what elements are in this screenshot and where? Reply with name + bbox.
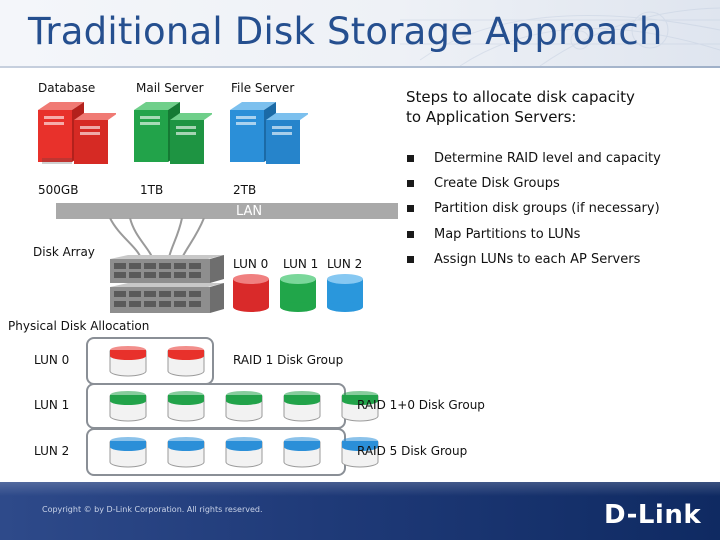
lun-2-cylinder-icon <box>327 274 363 312</box>
server-label-mail: Mail Server <box>136 81 204 95</box>
physical-disk-icon <box>341 391 379 422</box>
file-server-icon <box>228 102 310 172</box>
lun-label-2: LUN 2 <box>327 257 363 271</box>
dlink-logo: D-Link <box>604 500 702 530</box>
bullet-icon <box>407 180 414 187</box>
allocation-title: Physical Disk Allocation <box>8 319 150 333</box>
server-label-file: File Server <box>231 81 295 95</box>
lan-label: LAN <box>236 204 263 219</box>
capacity-file: 2TB <box>233 183 257 197</box>
physical-disk-icon <box>109 437 147 468</box>
steps-title: Steps to allocate disk capacity to Appli… <box>406 87 635 127</box>
allocation-lun-1: LUN 1 <box>34 398 70 412</box>
lun-1-cylinder-icon <box>280 274 316 312</box>
lun-label-1: LUN 1 <box>283 257 319 271</box>
step-item-4: Map Partitions to LUNs <box>434 227 581 242</box>
disk-array-icon <box>110 255 224 313</box>
lun-cylinders <box>233 274 363 312</box>
physical-disk-icon <box>167 437 205 468</box>
physical-disk-icon <box>225 391 263 422</box>
physical-disk-icon <box>109 391 147 422</box>
database-server-icon <box>36 102 118 172</box>
copyright-text: Copyright © by D-Link Corporation. All r… <box>42 505 263 514</box>
lun-0-cylinder-icon <box>233 274 269 312</box>
step-item-1: Determine RAID level and capacity <box>434 151 661 166</box>
allocation-lun-0: LUN 0 <box>34 353 70 367</box>
allocation-lun-2: LUN 2 <box>34 444 70 458</box>
steps-title-line-2: to Application Servers: <box>406 108 577 126</box>
raid-1-label: RAID 1 Disk Group <box>233 353 344 367</box>
bullet-icon <box>407 231 414 238</box>
footer-bar <box>0 482 720 540</box>
step-item-2: Create Disk Groups <box>434 176 560 191</box>
physical-disk-icon <box>225 437 263 468</box>
slide-header <box>0 0 720 66</box>
disk-array-label: Disk Array <box>33 245 95 259</box>
physical-disk-icon <box>167 391 205 422</box>
step-item-5: Assign LUNs to each AP Servers <box>434 252 641 267</box>
bullet-icon <box>407 256 414 263</box>
lan-bar <box>56 203 398 219</box>
physical-disk-icon <box>341 437 379 468</box>
capacity-database: 500GB <box>38 183 79 197</box>
bullet-icon <box>407 205 414 212</box>
physical-disk-icon <box>283 391 321 422</box>
raid-10-label: RAID 1+0 Disk Group <box>357 398 485 412</box>
header-decoration <box>400 7 720 66</box>
steps-title-line-1: Steps to allocate disk capacity <box>406 88 635 106</box>
physical-disk-icon <box>167 346 205 377</box>
page-title: Traditional Disk Storage Approach <box>28 10 663 53</box>
lun-label-0: LUN 0 <box>233 257 269 271</box>
raid-5-label: RAID 5 Disk Group <box>357 444 468 458</box>
server-label-database: Database <box>38 81 96 95</box>
step-item-3: Partition disk groups (if necessary) <box>434 201 660 216</box>
mail-server-icon <box>132 102 214 172</box>
physical-disk-icon <box>109 346 147 377</box>
bullet-icon <box>407 155 414 162</box>
header-divider <box>0 66 720 68</box>
capacity-mail: 1TB <box>140 183 164 197</box>
physical-disk-icon <box>283 437 321 468</box>
